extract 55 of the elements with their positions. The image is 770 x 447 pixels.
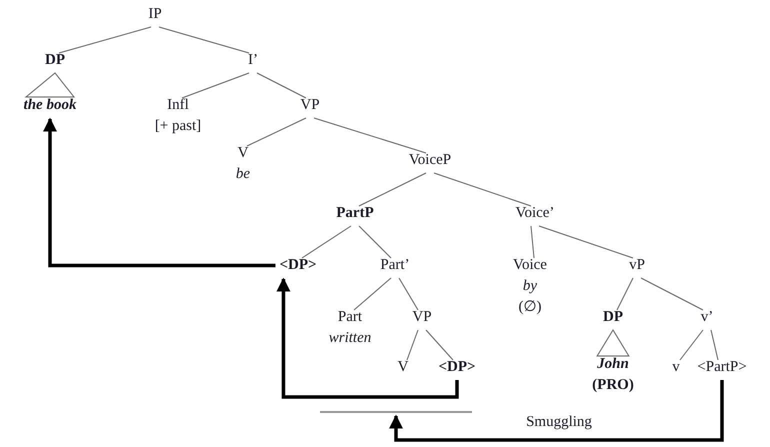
branch-line <box>302 226 352 258</box>
branch-line <box>426 330 454 360</box>
category-label: DP <box>603 307 623 328</box>
branch-line <box>616 278 634 310</box>
category-label: <DP> <box>438 357 476 378</box>
category-label: Part’ <box>380 255 410 276</box>
category-label: IP <box>148 4 162 25</box>
branch-line <box>158 26 250 54</box>
branch-line <box>314 118 426 154</box>
branch-line <box>434 172 532 206</box>
branch-line <box>640 278 704 310</box>
category-label: Voice’ <box>516 203 554 224</box>
movement-arrow <box>389 380 724 442</box>
branch-line <box>398 278 418 310</box>
category-label: PartP <box>336 203 374 224</box>
branch-line <box>710 330 718 360</box>
movement-arrow <box>276 278 459 399</box>
category-label: <PartP> <box>697 357 747 378</box>
branch-line <box>246 118 306 146</box>
category-label: John <box>597 355 629 374</box>
word-label: the book <box>24 95 76 116</box>
edge-label: Smuggling <box>524 414 594 431</box>
category-label: V <box>238 144 248 163</box>
branch-line <box>358 172 426 206</box>
branch-line <box>358 226 392 258</box>
category-label: VoiceP <box>408 150 452 171</box>
word-label: (∅) <box>518 298 542 317</box>
branch-line <box>58 26 152 54</box>
branch-line <box>538 226 634 258</box>
triangle-branch <box>24 72 76 98</box>
category-label: vP <box>629 255 645 276</box>
branch-line <box>182 72 250 98</box>
category-label: Part <box>338 308 362 327</box>
category-label: v’ <box>700 307 714 328</box>
movement-arrow <box>43 118 276 268</box>
branch-line <box>680 330 704 360</box>
word-label: be <box>236 165 250 184</box>
word-label: [+ past] <box>154 117 202 136</box>
word-label: written <box>328 329 372 348</box>
word-label: by <box>522 277 538 296</box>
category-label: Voice <box>513 256 547 275</box>
category-label: v <box>672 357 680 378</box>
triangle-branch <box>596 329 630 356</box>
branch-line <box>530 226 534 258</box>
branch-line <box>406 330 418 360</box>
category-label: <DP> <box>279 255 317 276</box>
branch-line <box>354 278 392 310</box>
word-label: (PRO) <box>592 376 634 395</box>
category-label: DP <box>45 50 65 71</box>
branch-line <box>256 72 306 98</box>
category-label: VP <box>412 307 432 328</box>
category-label: I’ <box>248 50 258 71</box>
category-label: V <box>398 357 408 378</box>
category-label: VP <box>300 95 320 116</box>
category-label: Infl <box>167 96 189 115</box>
